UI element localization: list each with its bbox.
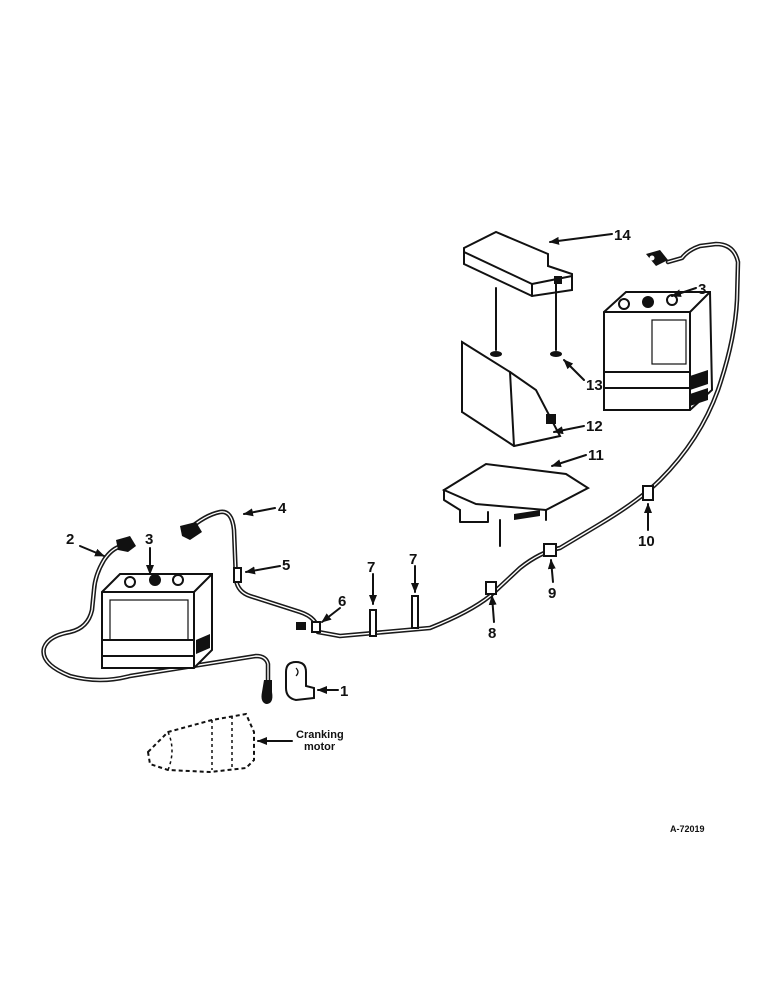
callout-7-left: 7 (367, 559, 375, 576)
terminal-left-neg (116, 536, 136, 552)
callout-12: 12 (586, 418, 603, 435)
cranking-motor-label-line1: Cranking (296, 729, 344, 741)
callout-3-left: 3 (145, 531, 153, 548)
clip-6 (296, 621, 321, 633)
clip-5 (233, 567, 242, 583)
callout-13: 13 (586, 377, 603, 394)
callout-3-right: 3 (698, 281, 706, 298)
battery-cover (463, 230, 573, 298)
callout-2: 2 (66, 531, 74, 548)
callout-6: 6 (338, 593, 346, 610)
ring-terminal-bottom (261, 680, 273, 704)
cranking-motor-outline (146, 712, 255, 774)
callout-4: 4 (278, 500, 287, 517)
callout-7-right: 7 (409, 551, 417, 568)
callout-9: 9 (548, 585, 556, 602)
cranking-motor-label-line2: motor (304, 741, 336, 753)
callout-11: 11 (588, 447, 604, 464)
terminal-boot (285, 660, 315, 702)
callout-14: 14 (614, 227, 631, 244)
terminal-right (646, 250, 668, 266)
clip-7a (369, 609, 377, 637)
mounting-bracket (441, 462, 590, 547)
clip-7b (411, 595, 419, 629)
clip-8 (485, 581, 497, 595)
battery-left (101, 573, 213, 669)
leader-lines (79, 233, 697, 745)
callout-10: 10 (638, 533, 655, 550)
battery-box (461, 340, 562, 448)
terminal-left-pos (180, 522, 202, 540)
clip-10 (642, 485, 654, 501)
battery-right (603, 291, 714, 411)
main-battery-cable (41, 543, 271, 683)
clip-9 (543, 543, 557, 557)
drawing-number: A-72019 (670, 824, 705, 834)
hold-down-bolts (490, 281, 562, 357)
callout-1: 1 (340, 683, 348, 700)
callout-5: 5 (282, 557, 290, 574)
callout-8: 8 (488, 625, 496, 642)
